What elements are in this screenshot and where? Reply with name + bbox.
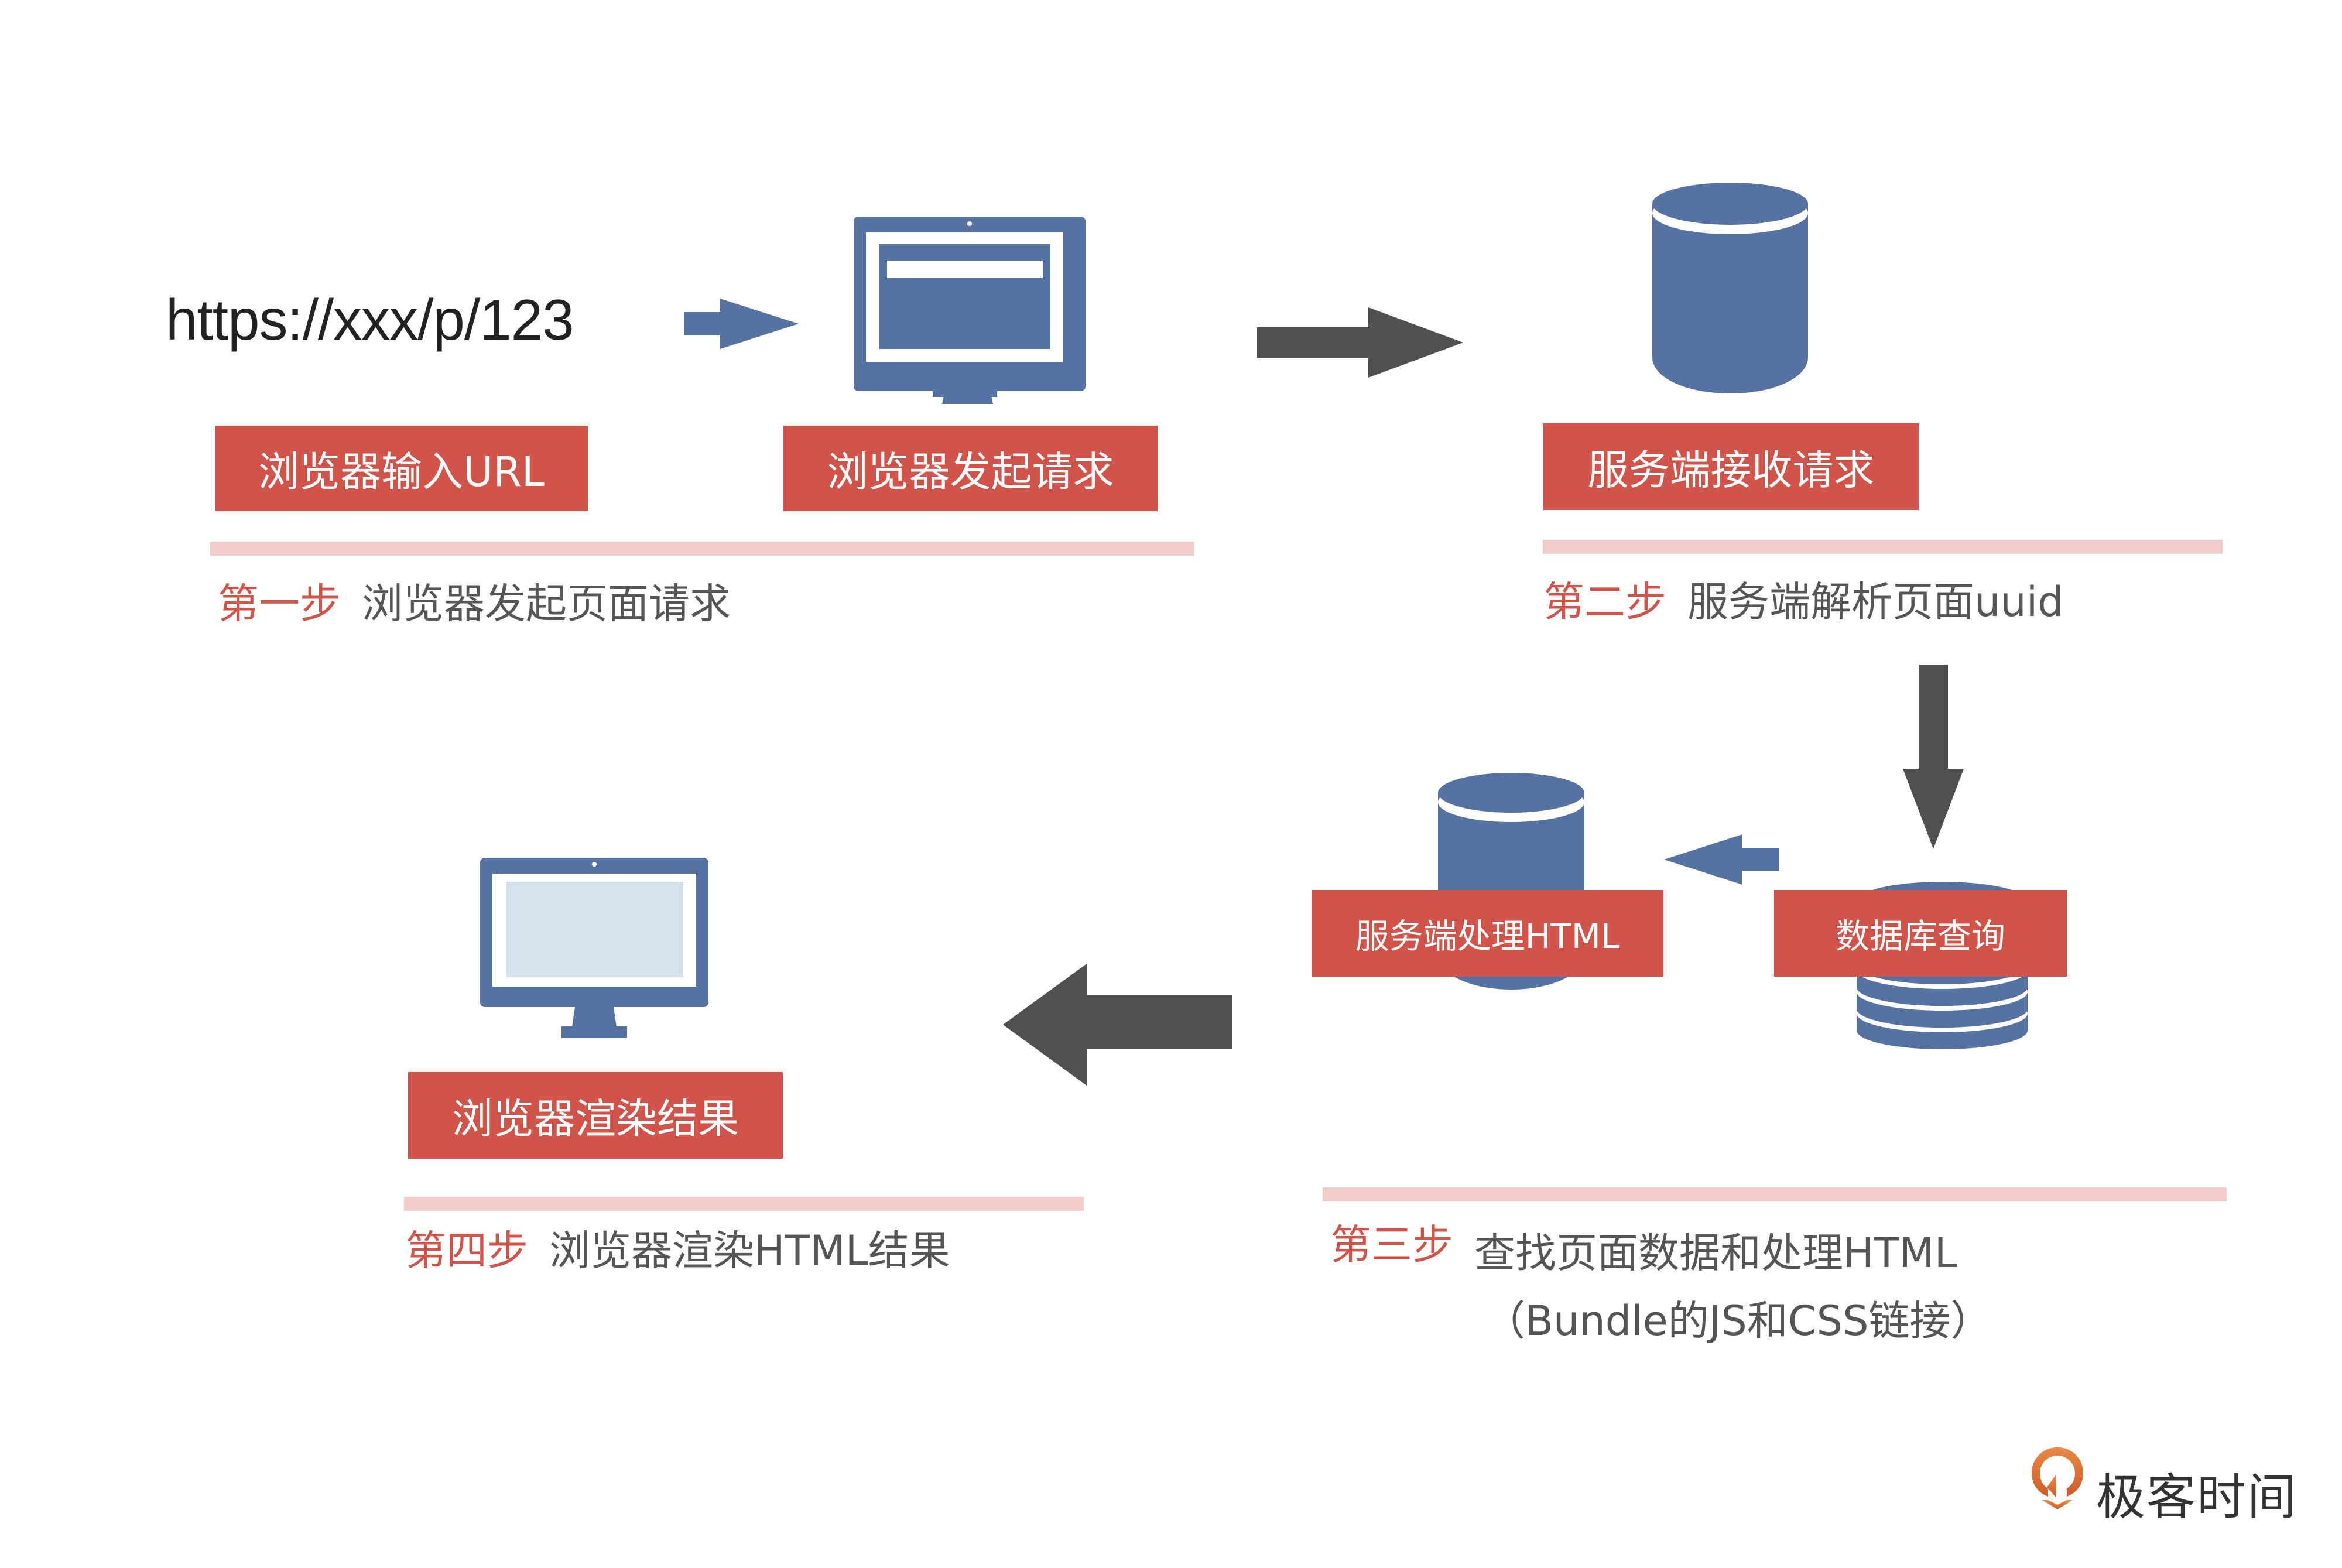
step3-number: 第三步 (1330, 1221, 1453, 1269)
step4-title: 浏览器渲染HTML结果 (549, 1227, 950, 1275)
step1-number: 第一步 (218, 580, 341, 628)
geektime-logo-icon (2032, 1447, 2083, 1509)
step2-caption: 第二步服务端解析页面uuid (1543, 569, 2064, 628)
step1-divider (210, 542, 1194, 556)
step3-title: 查找页面数据和处理HTML (1474, 1229, 1957, 1277)
rendered-monitor-icon (480, 858, 708, 1038)
step3-subtitle: （Bundle的JS和CSS链接） (1484, 1297, 1992, 1345)
blue-arrow-right-icon (684, 299, 799, 349)
geektime-logo-text: 极客时间 (2096, 1468, 2298, 1526)
step2-number: 第二步 (1543, 578, 1666, 626)
step2-title: 服务端解析页面uuid (1687, 578, 2064, 626)
step2-divider (1543, 540, 2223, 554)
step4-number: 第四步 (405, 1227, 528, 1275)
label-database-query: 数据库查询 (1774, 890, 2067, 977)
label-browser-input-url: 浏览器输入URL (215, 426, 588, 511)
browser-monitor-icon (854, 217, 1086, 404)
dark-arrow-left-icon (1003, 964, 1232, 1086)
dark-arrow-down-icon (1903, 665, 1964, 849)
step1-caption: 第一步浏览器发起页面请求 (218, 571, 731, 630)
label-browser-render-result: 浏览器渲染结果 (408, 1072, 783, 1159)
step4-caption: 第四步浏览器渲染HTML结果 (405, 1218, 950, 1277)
server-database-icon (1652, 183, 1808, 393)
label-browser-send-request: 浏览器发起请求 (783, 426, 1158, 511)
url-text: https://xxx/p/123 (166, 287, 574, 352)
step3-caption: 第三步查找页面数据和处理HTML (1330, 1212, 1957, 1277)
step4-divider (404, 1197, 1084, 1211)
label-server-process-html: 服务端处理HTML (1312, 890, 1663, 977)
dark-arrow-right-icon (1257, 307, 1463, 378)
step1-title: 浏览器发起页面请求 (362, 580, 731, 628)
label-server-receive-request: 服务端接收请求 (1543, 423, 1919, 510)
step3-divider (1323, 1187, 2227, 1201)
blue-arrow-left-icon (1664, 834, 1779, 885)
